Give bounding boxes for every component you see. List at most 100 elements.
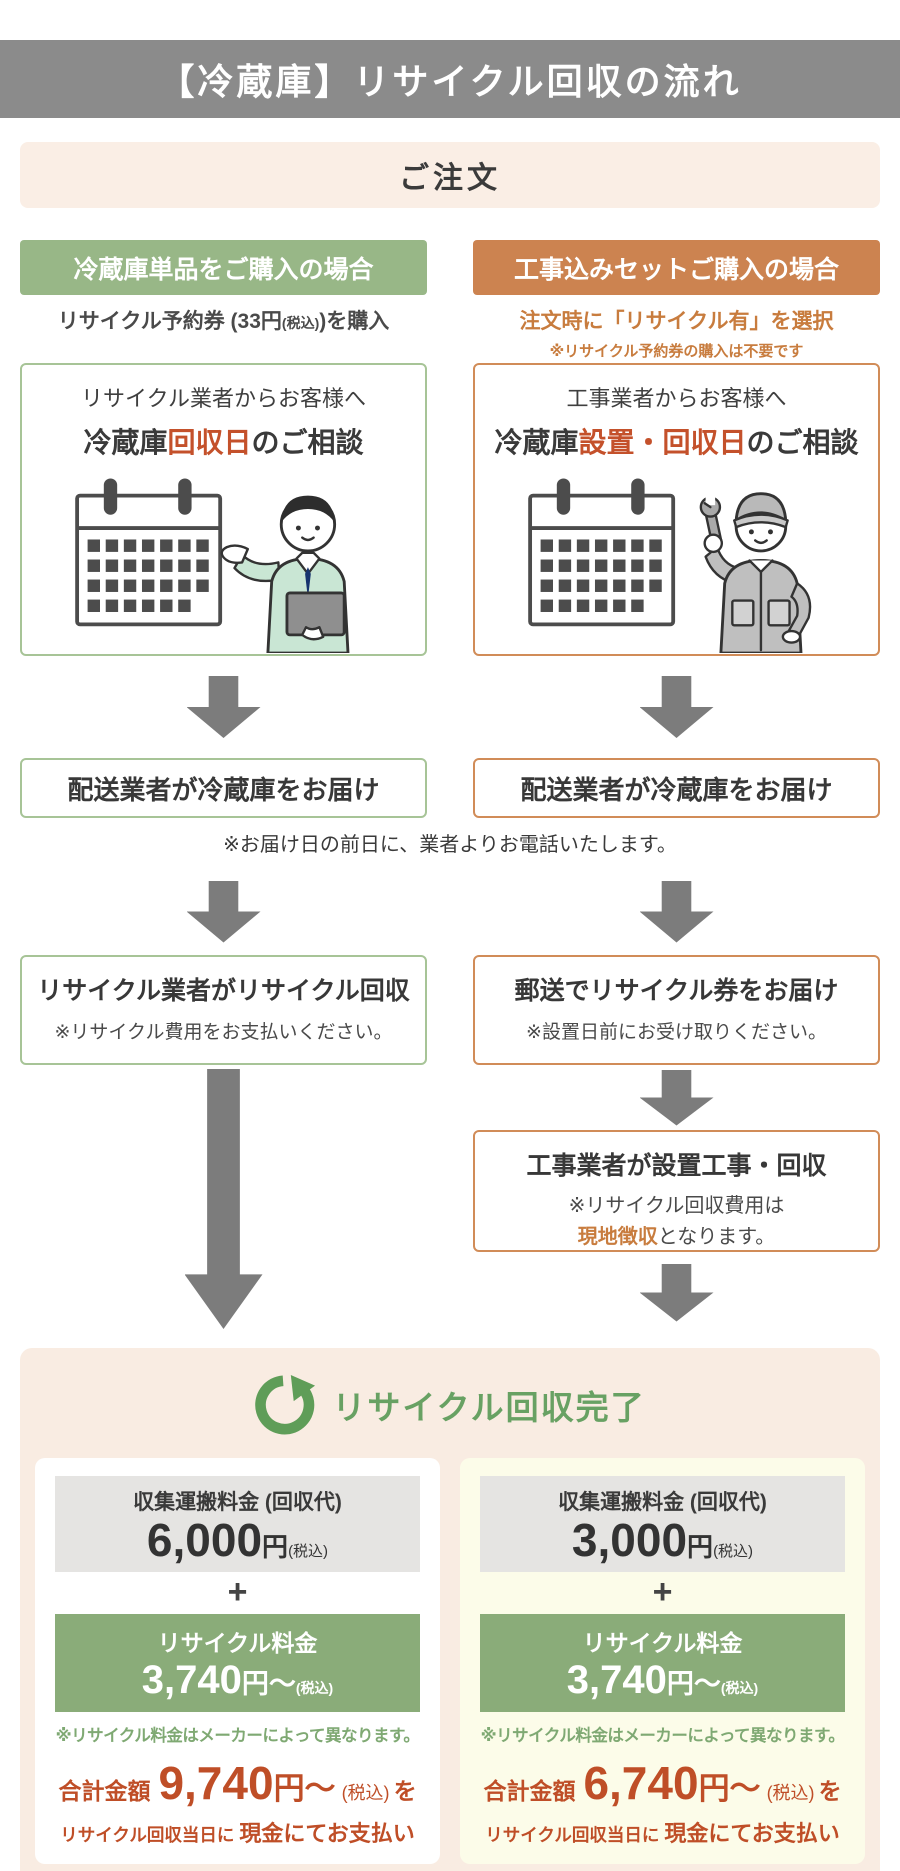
right-arrow-4 xyxy=(473,1252,880,1333)
down-arrow-icon xyxy=(186,676,261,738)
purchase-note-pre: リサイクル予約券 (33円 xyxy=(57,310,282,333)
delivery-phone-note: ※お届け日の前日に、業者よりお電話いたします。 xyxy=(223,834,677,856)
right-install-note-accent: 現地徴収 xyxy=(577,1226,658,1248)
order-banner-label: ご注文 xyxy=(399,162,501,195)
total-particle: を xyxy=(393,1777,417,1804)
recycle-fee-label: リサイクル料金 xyxy=(582,1629,743,1656)
right-install-box: 工事業者が設置工事・回収 ※リサイクル回収費用は 現地徴収となります。 xyxy=(473,1130,880,1252)
total-particle: を xyxy=(818,1777,842,1804)
total-tax: (税込) xyxy=(341,1782,390,1803)
total-label: 合計金額 xyxy=(483,1777,576,1804)
down-arrow-long-icon xyxy=(184,1069,263,1329)
carry-fee-price: 6,000 xyxy=(146,1514,263,1566)
left-consult-box: リサイクル業者からお客様へ 冷蔵庫回収日のご相談 xyxy=(20,363,427,656)
total-line: 合計金額 6,740円〜(税込)を xyxy=(480,1756,845,1810)
price-cards: 収集運搬料金 (回収代) 6,000円(税込) + リサイクル料金 3,740円… xyxy=(35,1458,865,1864)
page-title: 【冷蔵庫】リサイクル回収の流れ xyxy=(158,61,742,102)
right-ticket-note: ※設置日前にお受け取りください。 xyxy=(526,1022,827,1043)
total-price: 6,740 xyxy=(583,1756,699,1809)
completion-section: リサイクル回収完了 収集運搬料金 (回収代) 6,000円(税込) + リサイク… xyxy=(20,1348,880,1871)
carry-fee-tax: (税込) xyxy=(713,1543,754,1560)
purchase-note-post: )を購入 xyxy=(319,310,390,333)
left-purchase-note: リサイクル予約券 (33円(税込))を購入 xyxy=(20,295,427,363)
total-unit: 円〜 xyxy=(698,1770,761,1806)
right-install-title: 工事業者が設置工事・回収 xyxy=(526,1152,827,1180)
right-select-note: 注文時に「リサイクル有」を選択 ※リサイクル予約券の購入は不要です xyxy=(473,295,880,363)
right-column-header: 工事込みセットご購入の場合 xyxy=(473,240,880,295)
total-line2: リサイクル回収当日に現金にてお支払い xyxy=(55,1816,420,1848)
down-arrow-icon xyxy=(639,880,714,943)
carry-fee-unit: 円 xyxy=(262,1532,289,1562)
right-consult-post: のご相談 xyxy=(746,427,859,458)
left-consult-pre: 冷蔵庫 xyxy=(83,427,168,458)
recycle-fee-tax: (税込) xyxy=(720,1679,759,1696)
total-line: 合計金額 9,740円〜(税込)を xyxy=(55,1756,420,1810)
carry-fee-price: 3,000 xyxy=(571,1514,688,1566)
total-price: 9,740 xyxy=(158,1756,274,1809)
recycle-fee-unit: 円〜 xyxy=(666,1668,721,1699)
right-delivery-box: 配送業者が冷蔵庫をお届け xyxy=(473,758,880,818)
total-line2-pre: リサイクル回収当日に xyxy=(60,1824,235,1845)
carry-fee-label: 収集運搬料金 (回収代) xyxy=(558,1491,767,1514)
carry-fee-box: 収集運搬料金 (回収代) 3,000円(税込) xyxy=(480,1476,845,1573)
recycle-fee-price: 3,740 xyxy=(566,1657,667,1702)
total-line2-cash: 現金にてお支払い xyxy=(239,1820,415,1846)
left-collect-box: リサイクル業者がリサイクル回収 ※リサイクル費用をお支払いください。 xyxy=(20,955,427,1065)
recycle-fee-box: リサイクル料金 3,740円〜(税込) xyxy=(55,1613,420,1712)
left-consult-accent: 回収日 xyxy=(167,427,252,458)
left-delivery-box: 配送業者が冷蔵庫をお届け xyxy=(20,758,427,818)
right-install-note-line1: ※リサイクル回収費用は xyxy=(568,1195,785,1217)
right-consult-pre: 冷蔵庫 xyxy=(494,427,579,458)
down-arrow-icon xyxy=(186,880,261,943)
total-unit: 円〜 xyxy=(273,1770,336,1806)
maker-note: ※リサイクル料金はメーカーによって異なります。 xyxy=(55,1726,420,1745)
price-card-set: 収集運搬料金 (回収代) 3,000円(税込) + リサイクル料金 3,740円… xyxy=(460,1458,865,1864)
order-banner: ご注文 xyxy=(20,142,880,208)
plus-sign: + xyxy=(227,1573,248,1612)
recycle-fee-unit: 円〜 xyxy=(241,1668,296,1699)
select-note-line2: ※リサイクル予約券の購入は不要です xyxy=(549,343,804,360)
left-consult-line1: リサイクル業者からお客様へ xyxy=(81,386,366,411)
down-arrow-icon xyxy=(639,676,714,738)
calendar-recycler-illustration xyxy=(74,478,349,655)
right-column-header-label: 工事込みセットご購入の場合 xyxy=(513,255,839,284)
completion-title: リサイクル回収完了 xyxy=(332,1389,646,1426)
left-arrow-1 xyxy=(20,656,427,758)
total-line2-cash: 現金にてお支払い xyxy=(664,1820,840,1846)
page-header: 【冷蔵庫】リサイクル回収の流れ xyxy=(0,40,900,118)
left-long-arrow xyxy=(20,1065,427,1333)
recycle-fee-tax: (税込) xyxy=(295,1679,334,1696)
maker-note: ※リサイクル料金はメーカーによって異なります。 xyxy=(480,1726,845,1745)
right-consult-box: 工事業者からお客様へ 冷蔵庫設置・回収日のご相談 xyxy=(473,363,880,656)
right-ticket-title: 郵送でリサイクル券をお届け xyxy=(514,977,839,1005)
recycle-icon xyxy=(255,1374,316,1435)
carry-fee-label: 収集運搬料金 (回収代) xyxy=(133,1491,342,1514)
right-arrow-2 xyxy=(473,868,880,955)
purchase-note-tax: (税込) xyxy=(281,315,320,331)
carry-fee-box: 収集運搬料金 (回収代) 6,000円(税込) xyxy=(55,1476,420,1573)
left-column-header-label: 冷蔵庫単品をご購入の場合 xyxy=(73,255,374,284)
recycle-fee-label: リサイクル料金 xyxy=(157,1629,318,1656)
select-note-line1: 注文時に「リサイクル有」を選択 xyxy=(519,310,834,333)
left-delivery-label: 配送業者が冷蔵庫をお届け xyxy=(67,774,380,805)
left-collect-note: ※リサイクル費用をお支払いください。 xyxy=(54,1022,393,1043)
right-arrow-3 xyxy=(473,1065,880,1130)
carry-fee-tax: (税込) xyxy=(288,1543,329,1560)
down-arrow-icon xyxy=(639,1069,714,1126)
right-arrow-1 xyxy=(473,656,880,758)
right-consult-line1: 工事業者からお客様へ xyxy=(566,386,787,411)
carry-fee-unit: 円 xyxy=(687,1532,714,1562)
plus-sign: + xyxy=(652,1573,673,1612)
total-line2: リサイクル回収当日に現金にてお支払い xyxy=(480,1816,845,1848)
left-collect-title: リサイクル業者がリサイクル回収 xyxy=(37,977,410,1005)
total-tax: (税込) xyxy=(766,1782,815,1803)
total-label: 合計金額 xyxy=(58,1777,151,1804)
recycle-fee-box: リサイクル料金 3,740円〜(税込) xyxy=(480,1613,845,1712)
calendar-installer-illustration xyxy=(527,478,811,655)
right-install-note-post: となります。 xyxy=(657,1226,776,1248)
left-arrow-2 xyxy=(20,868,427,955)
recycle-fee-price: 3,740 xyxy=(141,1657,242,1702)
left-column-header: 冷蔵庫単品をご購入の場合 xyxy=(20,240,427,295)
right-ticket-box: 郵送でリサイクル券をお届け ※設置日前にお受け取りください。 xyxy=(473,955,880,1065)
